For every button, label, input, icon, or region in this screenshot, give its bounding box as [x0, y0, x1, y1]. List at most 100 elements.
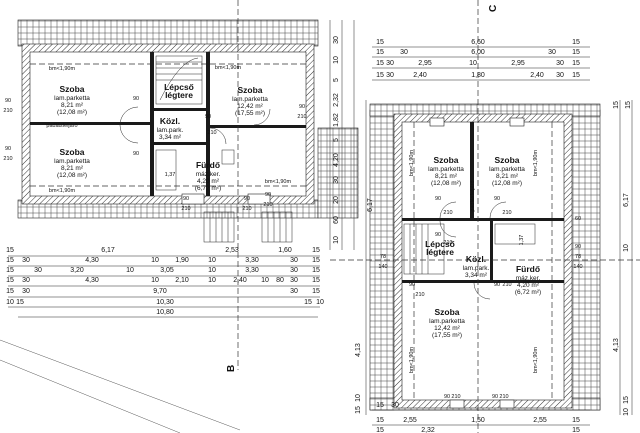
- left-vertical-dim: 10: [333, 236, 340, 244]
- left-dim: 90: [5, 146, 11, 152]
- left-dim-label: 10: [6, 299, 14, 306]
- right-top-dim-label: 30: [548, 49, 556, 56]
- left-dim-label: 30: [22, 257, 30, 264]
- left-stair-label: légtere: [165, 90, 193, 100]
- left-dim-label: 10: [316, 299, 324, 306]
- right-dim: 90: [435, 232, 441, 238]
- right-right-vertical-dim: 4,13: [613, 338, 620, 352]
- left-stair: [155, 55, 203, 105]
- left-dim-label: 10,80: [156, 309, 174, 316]
- right-top-dim-label: 1,80: [471, 72, 485, 79]
- left-dim: 210: [297, 114, 306, 120]
- right-dim: 78: [380, 254, 386, 260]
- left-room-area: 3,34 m²: [159, 134, 182, 141]
- left-dim-label: 30: [22, 288, 30, 295]
- left-dim-label: 15: [6, 267, 14, 274]
- right-top-dim-label: 2,40: [530, 72, 544, 79]
- right-note: bm<1,90m: [533, 150, 539, 177]
- right-right-vertical-dim: 15: [625, 101, 632, 109]
- left-vertical-dim: 2,32: [333, 93, 340, 107]
- left-note: 1,37: [165, 172, 176, 178]
- right-top-dim-label: 6,60: [471, 39, 485, 46]
- right-dim: 210: [502, 210, 511, 216]
- left-dim-label: 1,60: [278, 247, 292, 254]
- right-room-floor: lam.parketta: [429, 318, 465, 325]
- right-dim: 210: [451, 394, 460, 400]
- left-dim: 210: [3, 108, 12, 114]
- right-stair: [403, 223, 445, 275]
- right-top-dim-label: 10: [469, 60, 477, 67]
- right-top-dim-label: 30: [386, 60, 394, 67]
- left-dim-label: 15: [312, 277, 320, 284]
- left-dim-label: 6,17: [101, 247, 115, 254]
- left-wall-a: [150, 52, 154, 196]
- left-room-floor: lam.parketta: [232, 96, 268, 103]
- right-note: padlásfeljáró: [470, 180, 476, 211]
- left-room-floor: lam.parketta: [54, 95, 90, 102]
- right-left-vertical-dim: 10: [355, 394, 362, 402]
- right-room-floor: lam.parketta: [428, 166, 464, 173]
- right-stair-label: légtere: [426, 247, 454, 257]
- right-dim: 60: [575, 216, 581, 222]
- right-floor-plan: [330, 0, 640, 433]
- right-dim: 90: [492, 394, 498, 400]
- right-stair-label: Lépcső: [425, 239, 455, 249]
- right-bottom-dim-label: 2,55: [403, 417, 417, 424]
- left-room-area: 12,42 m²: [237, 103, 263, 110]
- right-left-vertical-dim: 4,13: [355, 343, 362, 357]
- left-dim-label: 30: [22, 277, 30, 284]
- left-dim-label: 10: [151, 277, 159, 284]
- right-note: bm<1,90m: [533, 347, 539, 374]
- right-room-area: 3,34 m²: [465, 272, 488, 279]
- right-room-name: Közl.: [466, 254, 486, 264]
- right-roof-left: [369, 109, 395, 411]
- right-top-dim-label: 30: [400, 49, 408, 56]
- right-top-dim-label: 30: [556, 72, 564, 79]
- right-top-dim-label: 2,40: [413, 72, 427, 79]
- left-dim-label: 1,90: [175, 257, 189, 264]
- left-room-area: 8,21 m²: [61, 165, 84, 172]
- left-floor-plan: [0, 0, 359, 433]
- right-note: bm<1,90m: [409, 150, 415, 177]
- right-bottom-dim-label: 2,55: [533, 417, 547, 424]
- left-dim-label: 80: [276, 277, 284, 284]
- right-dim: 210: [443, 210, 452, 216]
- right-left-vertical-dim: 15: [355, 406, 362, 414]
- right-dim: 140: [378, 264, 387, 270]
- right-room-floor: máz.ker.: [516, 275, 541, 282]
- left-dim-label: 2,10: [175, 277, 189, 284]
- left-room-name: Szoba: [237, 85, 262, 95]
- left-dim-label: 30: [290, 267, 298, 274]
- right-dim: 210: [499, 394, 508, 400]
- left-dim-label: 15: [16, 299, 24, 306]
- left-dim-label: 2,53: [225, 247, 239, 254]
- left-dim-label: 15: [312, 247, 320, 254]
- right-room-area-gross: (12,08 m²): [431, 180, 461, 187]
- left-dim: 90: [133, 151, 139, 157]
- left-dim-label: 10: [208, 257, 216, 264]
- right-room-area-gross: (12,08 m²): [492, 180, 522, 187]
- right-bottom-dim-label: 2,32: [421, 427, 435, 433]
- right-room-area-gross: (17,55 m²): [432, 332, 462, 339]
- right-top-dim-label: 15: [376, 60, 384, 67]
- left-dim: 210: [242, 206, 251, 212]
- right-dim: 90: [435, 196, 441, 202]
- left-wall-b: [206, 52, 210, 196]
- left-room-area: 8,21 m²: [61, 102, 84, 109]
- left-dim-label: 15: [312, 267, 320, 274]
- right-right-vertical-dim: 10: [623, 244, 630, 252]
- right-bottom-dim-label: 15: [376, 402, 384, 409]
- right-bottom-dim-label: 1,50: [471, 417, 485, 424]
- left-stair-label: Lépcső: [164, 82, 194, 92]
- left-wall-e: [154, 142, 206, 145]
- left-dim-label: 3,05: [160, 267, 174, 274]
- right-dim: 90: [409, 282, 415, 288]
- right-dim: 140: [573, 264, 582, 270]
- right-bottom-dim-label: 30: [391, 402, 399, 409]
- left-dim-label: 30: [290, 288, 298, 295]
- right-room-area: 4,20 m²: [517, 282, 540, 289]
- right-top-dim-label: 15: [572, 72, 580, 79]
- right-note: bm<1,90m: [409, 347, 415, 374]
- left-dim: 90: [244, 196, 250, 202]
